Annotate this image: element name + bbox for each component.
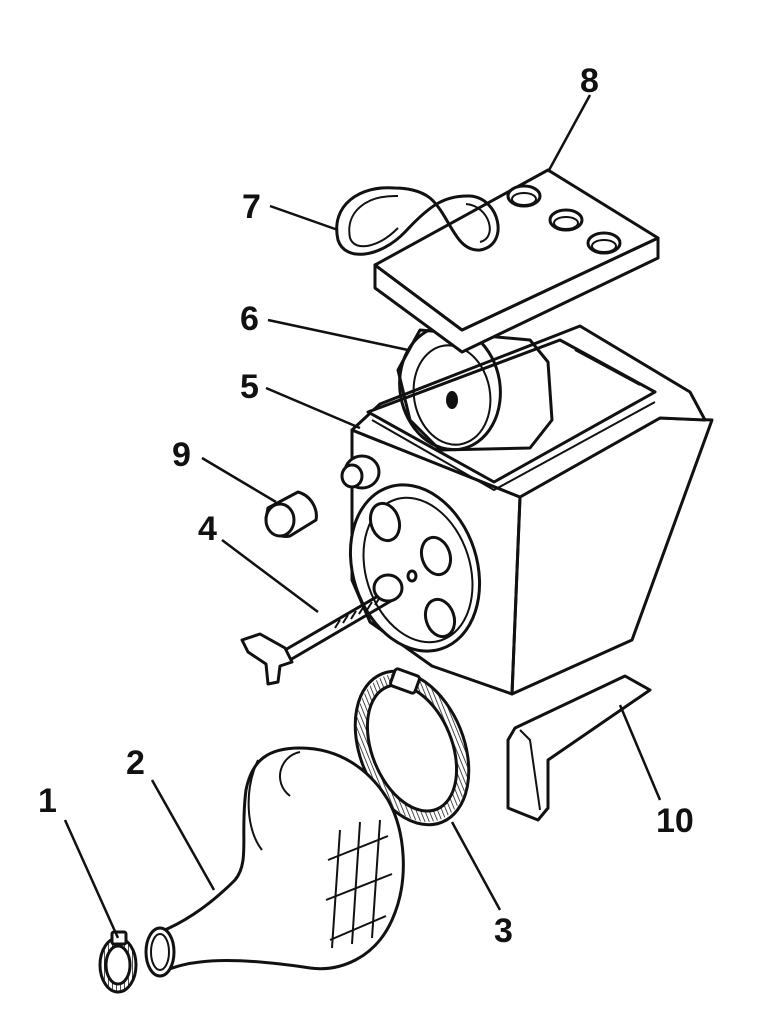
callout-6: 6	[240, 300, 259, 338]
callout-2: 2	[126, 744, 145, 782]
top-cover	[373, 168, 660, 354]
intake-boot	[144, 746, 405, 978]
leader-1	[63, 819, 120, 939]
callout-10: 10	[656, 802, 694, 840]
leader-6	[267, 318, 409, 352]
callout-labels: 1 2 3 4 5 6 7 8 9 10	[38, 62, 694, 950]
seal-cord	[335, 186, 500, 256]
leader-7	[269, 204, 339, 232]
callout-3: 3	[494, 912, 513, 950]
housing-flange	[348, 483, 482, 653]
filter-element	[396, 324, 554, 452]
leader-9	[201, 456, 277, 504]
cover-holes	[506, 184, 622, 255]
callout-8: 8	[580, 62, 599, 100]
leader-4	[221, 539, 319, 613]
wing-bolt	[240, 573, 404, 686]
bracket	[506, 674, 652, 822]
callout-5: 5	[240, 368, 259, 406]
leader-2	[150, 779, 216, 891]
callout-4: 4	[198, 510, 217, 548]
callout-7: 7	[242, 188, 261, 226]
leader-8	[546, 94, 592, 173]
hose-clamp-large	[353, 667, 471, 827]
leader-lines	[63, 94, 662, 939]
hose-clamp-small	[98, 930, 138, 994]
callout-9: 9	[172, 436, 191, 474]
leader-5	[265, 386, 361, 430]
leader-10	[618, 704, 662, 801]
rubber-cap	[264, 490, 318, 538]
leader-3	[450, 821, 502, 911]
callout-1: 1	[38, 782, 57, 820]
